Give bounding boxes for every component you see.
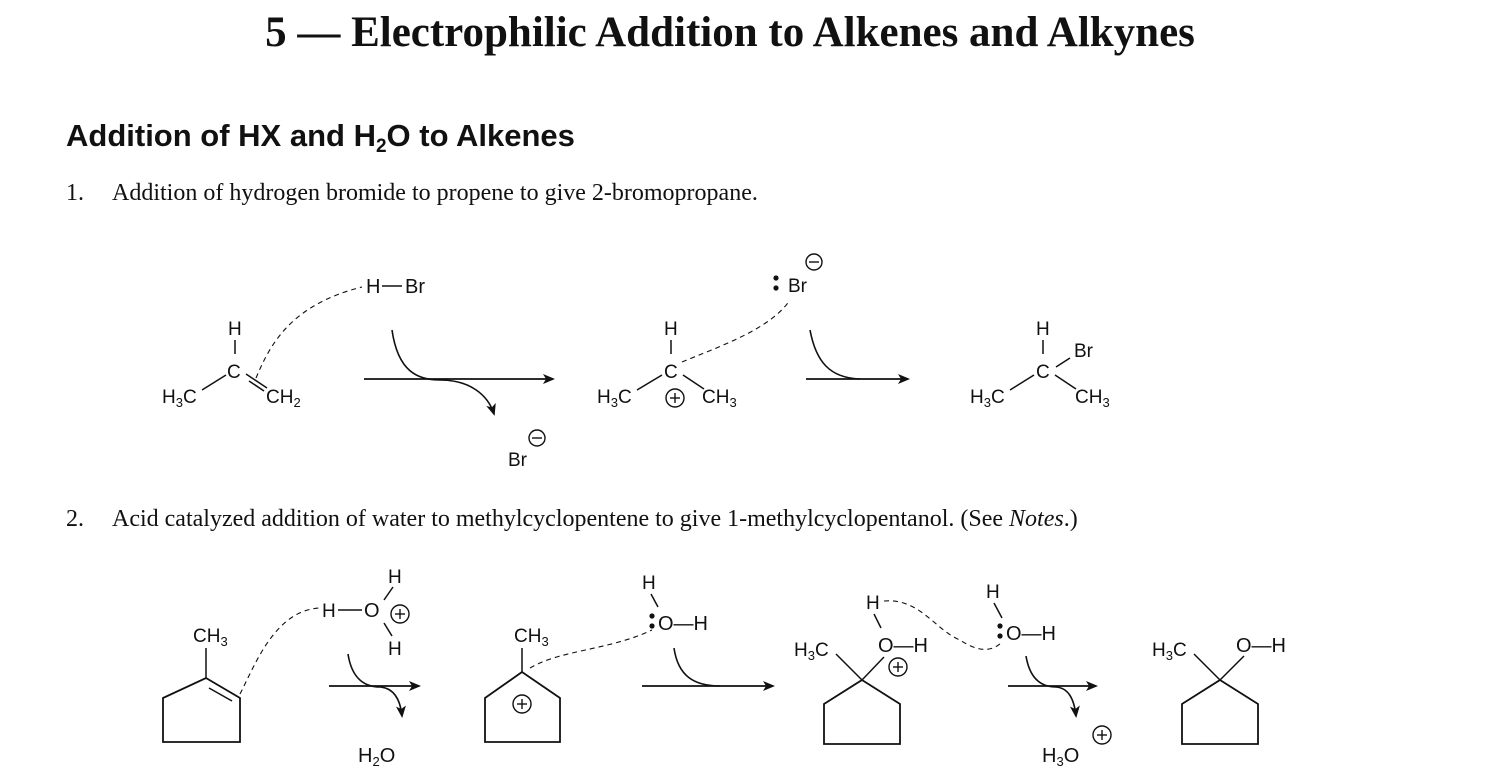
svg-text:C: C	[664, 362, 678, 383]
svg-text:C: C	[1036, 362, 1050, 383]
scheme-2-product: H3C O—H	[1152, 635, 1286, 745]
section-heading: Addition of HX and H2O to Alkenes	[66, 118, 575, 157]
h3o-byproduct: H3O	[1042, 725, 1112, 769]
svg-text:H: H	[642, 573, 656, 594]
curved-arrow	[391, 329, 496, 416]
svg-text:H: H	[388, 567, 402, 588]
electron-flow-dashes	[883, 600, 1003, 650]
svg-text:H: H	[664, 319, 678, 340]
scheme-1-bromide-byproduct: Br	[508, 429, 546, 471]
svg-text:CH3: CH3	[514, 626, 549, 649]
svg-text:O—H: O—H	[1236, 635, 1286, 657]
svg-text:H: H	[366, 276, 380, 298]
svg-text:C: C	[227, 362, 241, 383]
minus-charge-icon	[805, 253, 823, 271]
h3c-label: H3C	[162, 387, 197, 410]
electron-flow-dashes	[239, 607, 321, 695]
electron-flow-dashes	[529, 629, 653, 669]
svg-text:Br: Br	[1074, 341, 1094, 362]
scheme-2-carbocation: CH3	[484, 626, 561, 743]
svg-text:O—H: O—H	[878, 635, 928, 657]
minus-charge-icon	[528, 429, 546, 447]
svg-text:Br: Br	[508, 450, 528, 471]
svg-text:H: H	[388, 639, 402, 660]
curved-arrow	[809, 329, 861, 380]
scheme-1-propene: H C H3C CH2	[162, 319, 301, 410]
plus-charge-icon	[1092, 725, 1112, 745]
scheme-2-methylcyclopentene: CH3	[162, 626, 241, 743]
svg-text:H: H	[228, 319, 242, 340]
svg-text:CH3: CH3	[1075, 387, 1110, 410]
item-number: 1.	[66, 180, 84, 206]
reaction-1-description: 1.Addition of hydrogen bromide to propen…	[66, 180, 758, 206]
scheme-2-water-base: H O—H	[986, 582, 1056, 645]
ch2-label: CH2	[266, 387, 301, 410]
electron-flow-dashes	[681, 299, 791, 363]
page-title: 5 — Electrophilic Addition to Alkenes an…	[265, 9, 1195, 56]
svg-text:H: H	[322, 601, 336, 622]
svg-text:CH3: CH3	[193, 626, 228, 649]
svg-text:H3C: H3C	[794, 640, 829, 663]
plus-charge-icon	[888, 657, 908, 677]
svg-text:O—H: O—H	[1006, 623, 1056, 645]
curved-arrow	[673, 647, 721, 687]
svg-text:Br: Br	[788, 276, 808, 297]
plus-charge-icon	[390, 604, 410, 624]
item-number: 2.	[66, 506, 84, 532]
scheme-2-water-nucleophile: H O—H	[642, 573, 708, 635]
svg-text:H3O: H3O	[1042, 745, 1079, 769]
scheme-2-hydronium: H H O H	[322, 567, 410, 660]
svg-text:H3C: H3C	[1152, 640, 1187, 663]
water-byproduct: H2O	[358, 745, 395, 769]
svg-text:CH3: CH3	[702, 387, 737, 410]
scheme-1-bromide-nucleophile: Br	[773, 253, 823, 297]
svg-text:H: H	[866, 593, 880, 614]
svg-text:H: H	[986, 582, 1000, 603]
plus-charge-icon	[512, 694, 532, 714]
reaction-2-description: 2.Acid catalyzed addition of water to me…	[66, 506, 1078, 532]
svg-text:H: H	[1036, 319, 1050, 340]
plus-charge-icon	[665, 388, 685, 408]
curved-arrow	[347, 653, 406, 718]
electron-flow-dashes	[255, 286, 363, 379]
svg-text:H3C: H3C	[970, 387, 1005, 410]
svg-text:H3C: H3C	[597, 387, 632, 410]
scheme-1-hbr: H Br	[366, 276, 425, 298]
scheme-2-oxonium-intermediate: H O—H H3C	[794, 593, 928, 745]
scheme-1-carbocation: H C H3C CH3	[597, 319, 737, 410]
scheme-1-product: H C Br H3C CH3	[970, 319, 1110, 410]
curved-arrow	[1025, 655, 1080, 718]
svg-text:O—H: O—H	[658, 613, 708, 635]
svg-text:O: O	[364, 600, 380, 622]
svg-text:Br: Br	[405, 276, 425, 298]
